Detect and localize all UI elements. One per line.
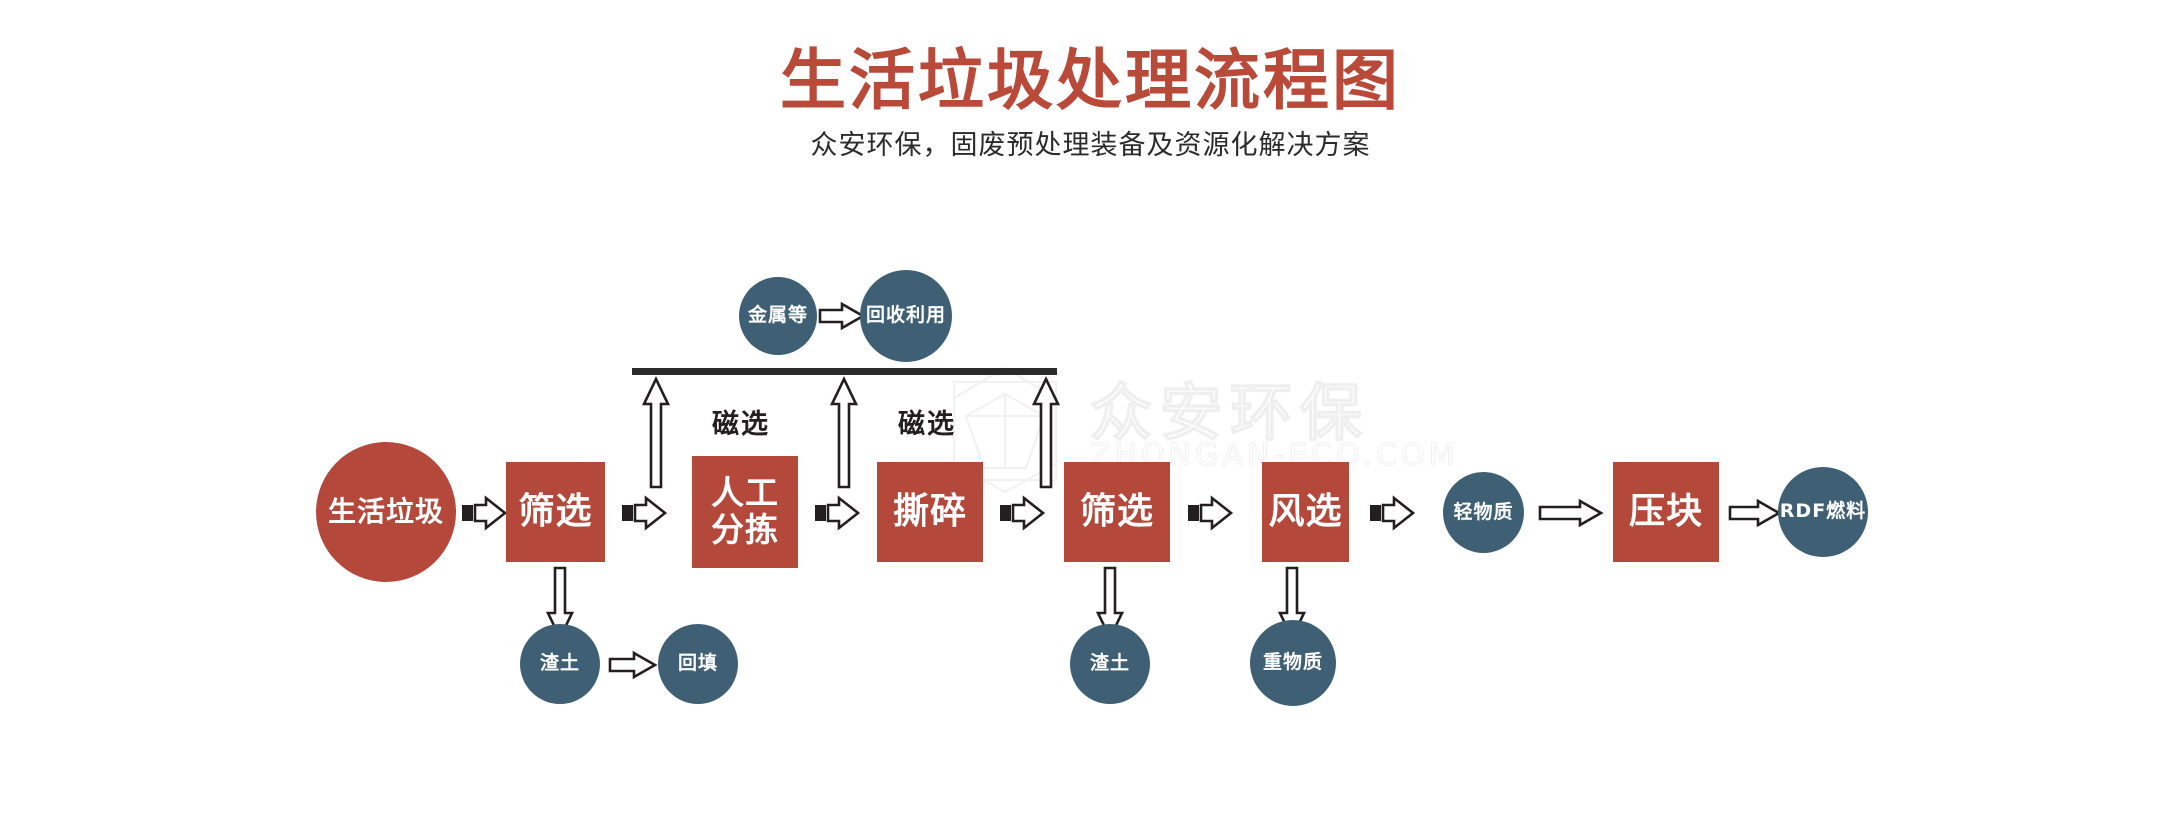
node-screening-2[interactable]: 筛选 bbox=[1064, 462, 1170, 562]
edge-label-magnetic-2: 磁选 bbox=[898, 409, 956, 440]
node-air-separation[interactable]: 风选 bbox=[1262, 462, 1349, 562]
node-backfill[interactable]: 回填 bbox=[658, 624, 738, 704]
arrow-up-shred bbox=[829, 375, 859, 489]
arrow-down-screen1-to-soil1 bbox=[545, 566, 575, 642]
arrow-soil1-to-backfill bbox=[608, 650, 658, 680]
node-manual-sorting[interactable]: 人工 分拣 bbox=[692, 456, 798, 568]
node-manual-sorting-line1: 人工 bbox=[711, 473, 779, 513]
node-baling[interactable]: 压块 bbox=[1613, 462, 1719, 562]
edge-label-magnetic-1: 磁选 bbox=[712, 409, 770, 440]
arrow-screen2-to-air-sort bbox=[1188, 495, 1234, 531]
page-title: 生活垃圾处理流程图 bbox=[780, 42, 1401, 119]
node-shredding[interactable]: 撕碎 bbox=[877, 462, 983, 562]
node-screening-1[interactable]: 筛选 bbox=[506, 462, 605, 562]
collector-bar bbox=[632, 368, 1057, 375]
arrow-up-screen2 bbox=[1031, 375, 1061, 489]
node-recycle[interactable]: 回收利用 bbox=[860, 270, 952, 362]
node-residue-soil-2[interactable]: 渣土 bbox=[1070, 624, 1150, 704]
watermark: 众安环保 ZHONGAN-ECO.COM bbox=[940, 360, 1460, 510]
node-metal[interactable]: 金属等 bbox=[739, 277, 817, 355]
node-municipal-solid-waste[interactable]: 生活垃圾 bbox=[316, 442, 456, 582]
arrow-up-manual-sort bbox=[641, 375, 671, 489]
arrow-baling-to-rdf bbox=[1728, 498, 1782, 528]
arrow-air-sort-to-light bbox=[1370, 495, 1416, 531]
arrow-shred-to-screen2 bbox=[1000, 495, 1046, 531]
node-residue-soil-1[interactable]: 渣土 bbox=[520, 624, 600, 704]
node-manual-sorting-line2: 分拣 bbox=[711, 510, 779, 549]
arrow-light-to-baling bbox=[1538, 498, 1604, 528]
arrow-down-screen2-to-soil2 bbox=[1095, 566, 1125, 642]
arrow-msw-to-screen1 bbox=[462, 495, 508, 531]
arrow-manual-sort-to-shred bbox=[815, 495, 861, 531]
page-subtitle: 众安环保，固废预处理装备及资源化解决方案 bbox=[810, 130, 1371, 161]
header: 生活垃圾处理流程图 众安环保，固废预处理装备及资源化解决方案 bbox=[0, 0, 2181, 161]
node-light-fraction[interactable]: 轻物质 bbox=[1443, 472, 1524, 553]
arrow-screen1-to-manual-sort bbox=[622, 495, 668, 531]
node-rdf-fuel[interactable]: RDF燃料 bbox=[1778, 467, 1868, 557]
watermark-text: 众安环保 bbox=[1089, 375, 1371, 449]
arrow-metal-to-recycle bbox=[818, 301, 866, 331]
node-heavy-fraction[interactable]: 重物质 bbox=[1250, 620, 1336, 706]
